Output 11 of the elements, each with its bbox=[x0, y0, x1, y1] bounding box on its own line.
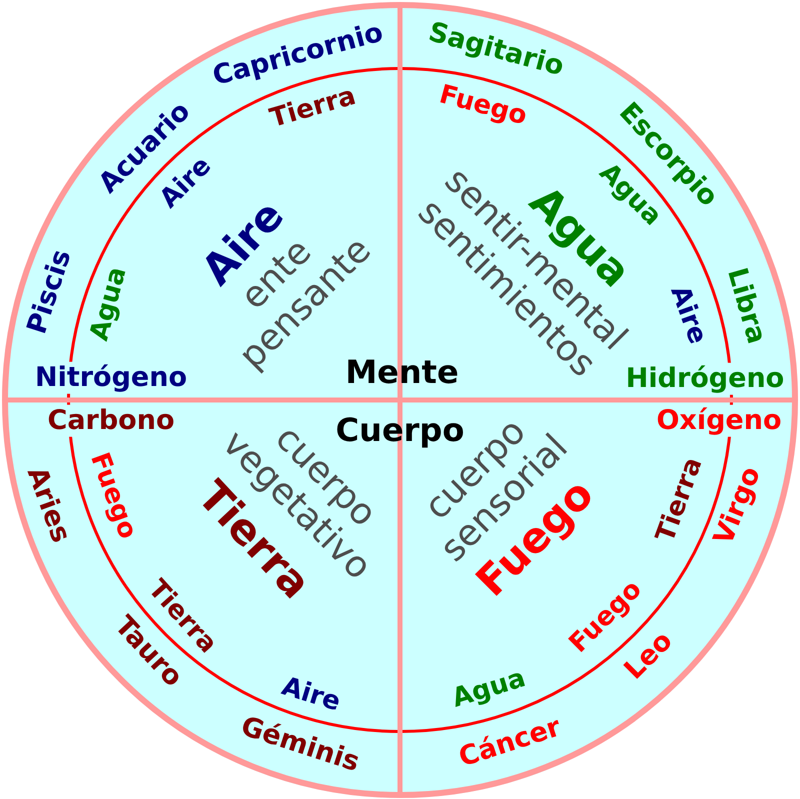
zodiac-sign-label: Piscis bbox=[21, 246, 78, 338]
element-label: Agua bbox=[84, 264, 134, 344]
element-label: Aire bbox=[663, 282, 713, 348]
element-label: Aire bbox=[278, 671, 344, 718]
zodiac-sign-label: Libra bbox=[720, 264, 772, 348]
element-label: Tierra bbox=[266, 80, 360, 136]
element-label: Fuego bbox=[436, 79, 530, 133]
zodiac-sign-label: Aries bbox=[20, 462, 77, 548]
element-label: Fuego bbox=[83, 448, 143, 544]
chemical-element-label: Carbono bbox=[46, 404, 176, 438]
chemical-element-label: Oxígeno bbox=[655, 404, 783, 438]
